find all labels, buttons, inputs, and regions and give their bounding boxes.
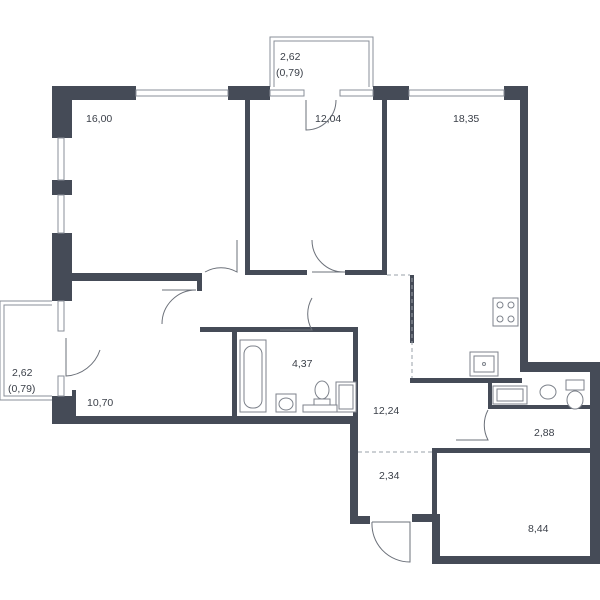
room-1-area: 16,00 (86, 113, 112, 125)
kitchen-stove (492, 297, 519, 327)
balcony-left-area: 2,62 (12, 367, 33, 379)
bathroom-area: 4,37 (292, 358, 313, 370)
washing-machine (335, 381, 357, 413)
wc-area: 2,88 (534, 427, 555, 439)
bathroom-sink (275, 393, 297, 413)
bathtub (239, 339, 267, 413)
exterior-walls (52, 86, 600, 564)
room-2-area: 12,04 (315, 113, 341, 125)
balcony-top (269, 36, 374, 87)
zone-boundaries (358, 274, 432, 453)
balcony-top-reduced: (0,79) (276, 67, 303, 79)
room-3-area: 18,35 (453, 113, 479, 125)
wc-toilet (565, 379, 585, 410)
room-5-area: 8,44 (528, 523, 549, 535)
wc-washer (492, 385, 528, 405)
bathroom-toilet (313, 380, 331, 408)
balcony-left (0, 300, 52, 401)
kitchen-sink (469, 351, 499, 377)
closet-area: 2,34 (379, 470, 400, 482)
interior-walls (72, 100, 590, 520)
bedroom-4-area: 10,70 (87, 397, 113, 409)
windows (57, 89, 505, 397)
hall-area: 12,24 (373, 405, 399, 417)
balcony-left-reduced: (0,79) (8, 383, 35, 395)
balcony-top-area: 2,62 (280, 51, 301, 63)
doors (65, 99, 489, 563)
bath-cabinet (302, 404, 338, 413)
wc-sink (539, 384, 557, 400)
